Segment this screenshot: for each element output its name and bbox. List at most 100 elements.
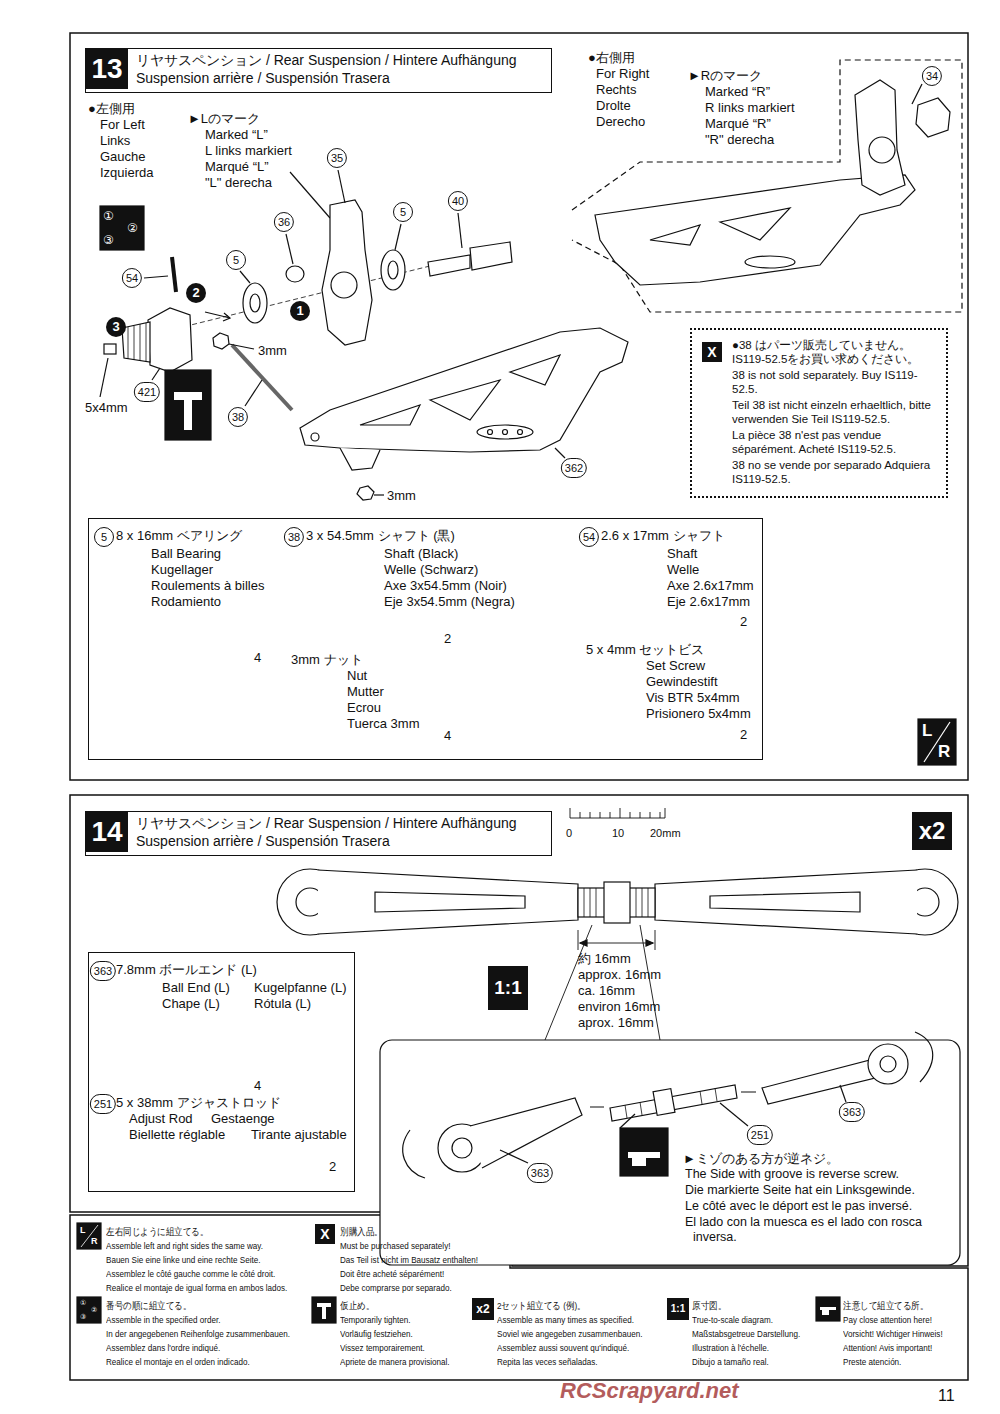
- icon-text: 1:1: [488, 966, 528, 1010]
- part-text: ●左側用: [88, 101, 135, 116]
- leader-line: [912, 84, 922, 104]
- part-text: environ 16mm: [578, 999, 660, 1014]
- note-box: X●38 はパーツ販売していません。 IS119-52.5をお買い求めください。…: [690, 328, 948, 498]
- ball-end-slot: [375, 892, 525, 912]
- part-text: ►Rのマーク: [688, 68, 762, 83]
- lower-arm: [300, 328, 628, 452]
- left-right-icon: [81, 1225, 98, 1247]
- part-text: Marked “R”: [705, 84, 770, 99]
- part-text: Ball Bearing: [151, 546, 221, 561]
- arm-hole: [518, 430, 523, 435]
- callout-number: 363: [527, 1163, 553, 1183]
- wheel-hub: [148, 308, 192, 372]
- part-text: 5 x 4mm セットビス: [586, 642, 704, 657]
- part-text: Adjust Rod: [129, 1111, 193, 1126]
- wheel-hub: [916, 98, 950, 137]
- detail-inset: [380, 1040, 960, 1265]
- part-text: 2: [444, 631, 451, 646]
- ball-bearing: [388, 261, 398, 279]
- tighten-icon: [165, 370, 211, 440]
- arm-hole: [488, 430, 493, 435]
- attention-icon: [820, 1307, 836, 1315]
- part-text: Axe 3x54.5mm (Noir): [384, 578, 507, 593]
- attention-note: Le côté avec le déport est le pas invers…: [685, 1199, 963, 1214]
- legend-note: 別購入品。: [340, 1226, 383, 1238]
- legend-note: Apriete de manera provisional.: [340, 1356, 450, 1368]
- callout-number: 251: [90, 1094, 116, 1114]
- icon-text: X: [702, 342, 722, 362]
- left-right-mark: R: [938, 743, 950, 761]
- part-text: 8 x 16mm ベアリング: [116, 528, 242, 543]
- axle: [470, 242, 512, 270]
- legend-note: Assemblez le côté gauche comme le côté d…: [106, 1268, 275, 1280]
- ball-end-slot: [710, 892, 860, 912]
- callout-number: 5: [94, 527, 114, 547]
- part-text: Rótula (L): [254, 996, 311, 1011]
- pin: [172, 257, 176, 292]
- step-header: 13 リヤサスペンション / Rear Suspension / Hintere …: [85, 48, 552, 93]
- part-text: 2: [740, 727, 747, 742]
- direction-arrow: [223, 313, 230, 321]
- ball-bearing: [381, 250, 405, 290]
- leader-line: [374, 494, 384, 495]
- part-text: Shaft (Black): [384, 546, 458, 561]
- ball-end: [762, 1060, 875, 1104]
- arm-slot: [745, 256, 795, 268]
- part-text: 4: [254, 650, 261, 665]
- attention-icon: [628, 1152, 660, 1166]
- part-text: Rodamiento: [151, 594, 221, 609]
- tighten-icon: [312, 1297, 336, 1323]
- lower-arm: [340, 448, 380, 470]
- part-text: Marqué “R”: [705, 116, 771, 131]
- legend-note: Debe comprarse por separado.: [340, 1282, 452, 1294]
- legend-note: Vorsicht! Wichtiger Hinweis!: [843, 1328, 943, 1340]
- nut: [357, 486, 374, 500]
- order-number: ①: [103, 210, 114, 223]
- legend-note: Attention! Avis important!: [843, 1342, 932, 1354]
- leader-line: [240, 271, 250, 283]
- legend-note: Temporarily tighten.: [340, 1314, 410, 1326]
- legend-note: In der angegebenen Reihenfolge zusammenb…: [106, 1328, 290, 1340]
- attention-note: The Side with groove is reverse screw.: [685, 1167, 963, 1182]
- part-text: 5 x 38mm アジャストロッド: [116, 1095, 281, 1110]
- leader-line: [620, 1114, 635, 1128]
- attention-note: Die markierte Seite hat ein Linksgewinde…: [685, 1183, 963, 1198]
- step-number: 1: [290, 301, 310, 321]
- legend-note: 仮止め。: [340, 1300, 374, 1312]
- attention-note: El lado con la muesca es el lado con ros…: [685, 1215, 963, 1245]
- spacer: [286, 266, 304, 282]
- callout-number: 38: [284, 527, 304, 547]
- icon-text: X: [315, 1224, 335, 1244]
- ball-end: [880, 1056, 896, 1072]
- part-text: 3mm: [387, 488, 416, 503]
- callout-number: 38: [228, 407, 248, 427]
- step-panel: [70, 795, 968, 1266]
- leader-line: [144, 276, 168, 278]
- step-heading: リヤサスペンション / Rear Suspension / Hintere Au…: [136, 52, 517, 69]
- step-number-box: 13: [86, 49, 128, 89]
- order-number: ②: [127, 222, 138, 235]
- part-text: ca. 16mm: [578, 983, 635, 998]
- adjust-rod: [610, 1085, 737, 1121]
- legend-note: True-to-scale diagram.: [692, 1314, 773, 1326]
- thread: [128, 323, 146, 362]
- parts-list-box: 3637.8mm ボールエンド (L)Ball End (L)Kugelpfan…: [88, 952, 355, 1192]
- icon-text: 1:1: [667, 1298, 689, 1320]
- order-icon: [77, 1297, 101, 1323]
- part-text: 2: [329, 1159, 336, 1174]
- callout-number: 54: [122, 268, 142, 288]
- legend-note: Assemble left and right sides the same w…: [106, 1240, 263, 1252]
- note-text: 38 no se vende por separado Adquiera IS1…: [732, 458, 938, 486]
- parts-list-box: 58 x 16mm ベアリングBall BearingKugellagerRou…: [88, 518, 763, 760]
- leader-line: [500, 1150, 528, 1163]
- arm-hole: [503, 430, 508, 435]
- leader-line: [286, 234, 293, 264]
- note-text: 38 is not sold separately. Buy IS119-52.…: [732, 368, 938, 396]
- part-text: aprox. 16mm: [578, 1015, 654, 1030]
- part-text: Kugellager: [151, 562, 213, 577]
- page-number: 11: [938, 1388, 955, 1403]
- icon-text: x2: [912, 812, 952, 850]
- step-heading: Suspension arrière / Suspensión Trasera: [136, 70, 390, 87]
- arm-slot: [477, 425, 533, 439]
- callout-number: 362: [561, 458, 587, 478]
